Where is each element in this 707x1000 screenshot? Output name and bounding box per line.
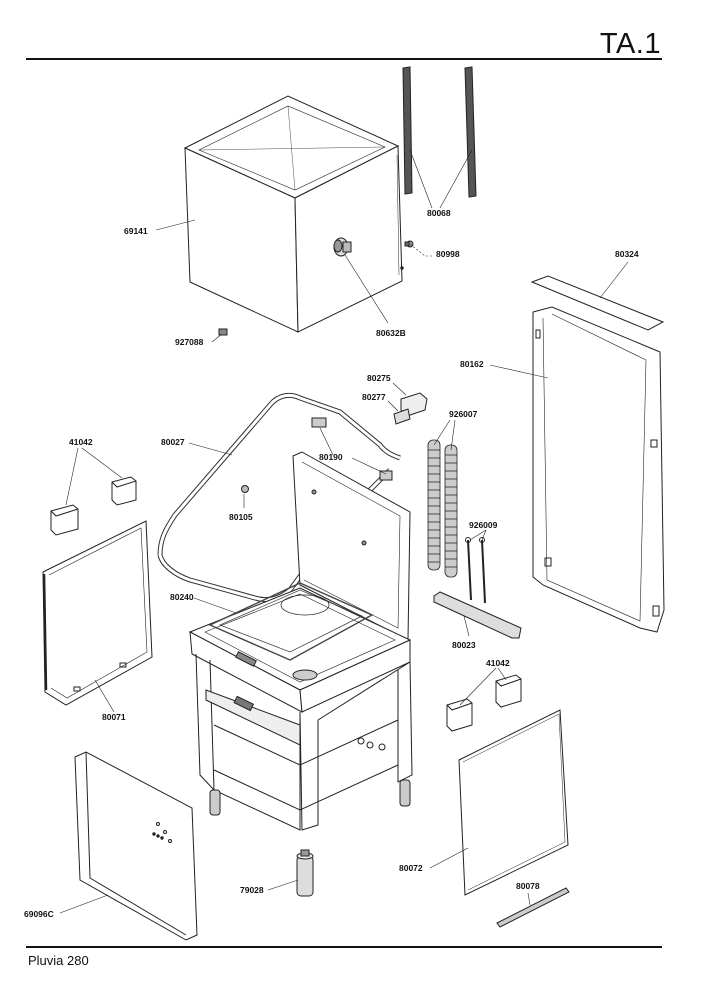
label-rack-guide: 80240 xyxy=(170,592,194,602)
label-pivot: 80190 xyxy=(319,452,343,462)
springs-drawing xyxy=(427,439,458,578)
knob-drawing xyxy=(241,485,249,493)
label-small-part: 927088 xyxy=(175,337,204,347)
label-hood-handle: 80632B xyxy=(376,328,406,338)
label-hood: 69141 xyxy=(124,226,148,236)
right-panel-drawing xyxy=(458,709,569,896)
label-spring-hooks: 926009 xyxy=(469,520,498,530)
label-foot: 79028 xyxy=(240,885,264,895)
front-panel-drawing xyxy=(74,751,198,941)
label-top-cover: 80324 xyxy=(615,249,639,259)
pivot-drawing-b xyxy=(379,470,393,481)
top-cover-drawing xyxy=(530,275,665,331)
footer-rule xyxy=(26,946,662,948)
brackets-drawing xyxy=(393,392,428,425)
label-bracket-a: 80275 xyxy=(367,373,391,383)
leader-lines xyxy=(59,149,629,914)
label-handle-tube: 80027 xyxy=(161,437,185,447)
handle-tube-highlight xyxy=(158,393,401,602)
label-pads-left: 41042 xyxy=(69,437,93,447)
label-right-panel: 80072 xyxy=(399,863,423,873)
label-front-panel: 69096C xyxy=(24,909,54,919)
bottom-strip-drawing xyxy=(496,887,570,928)
part-labels: 69141 80068 80998 80632B 80324 927088 80… xyxy=(24,208,639,919)
pivot-drawing xyxy=(311,417,327,428)
label-pads-right: 41042 xyxy=(486,658,510,668)
footer-model: Pluvia 280 xyxy=(28,953,89,968)
foot-drawing xyxy=(296,849,314,897)
label-bracket-b: 80277 xyxy=(362,392,386,402)
page-code: TA.1 xyxy=(599,28,661,60)
label-hood-rails: 80068 xyxy=(427,208,451,218)
label-spring-bar: 80023 xyxy=(452,640,476,650)
small-part-drawing xyxy=(218,328,228,336)
spring-hooks-drawing xyxy=(465,537,486,604)
hood-drawing xyxy=(183,95,403,333)
label-springs: 926007 xyxy=(449,409,478,419)
spring-bar-drawing xyxy=(433,591,522,639)
left-panel-drawing xyxy=(42,520,153,706)
rail-screws-drawing xyxy=(400,240,414,270)
pads-left-drawing xyxy=(50,476,137,536)
header-rule xyxy=(26,58,662,60)
label-bottom-strip: 80078 xyxy=(516,881,540,891)
pads-right-drawing xyxy=(446,674,522,732)
label-rail-screws: 80998 xyxy=(436,249,460,259)
hood-handle-drawing xyxy=(333,237,352,257)
hood-rails-drawing xyxy=(402,66,477,198)
label-left-panel: 80071 xyxy=(102,712,126,722)
label-right-side-frame: 80162 xyxy=(460,359,484,369)
right-side-frame-drawing xyxy=(532,306,665,633)
label-knob: 80105 xyxy=(229,512,253,522)
machine-body-drawing xyxy=(188,451,413,831)
